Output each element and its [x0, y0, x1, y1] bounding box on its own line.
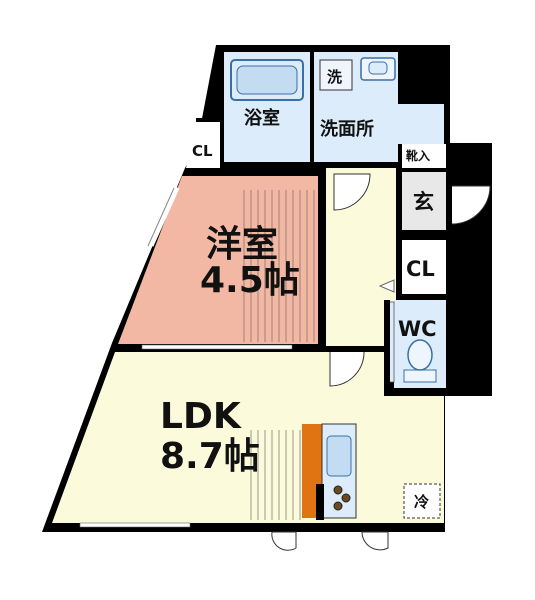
ldk-window [79, 522, 191, 528]
shoe-box-area [402, 144, 446, 168]
toilet-label: WC [398, 317, 437, 341]
washroom-label: 洗面所 [320, 118, 374, 140]
stove-burner-3 [333, 501, 343, 511]
closet-bedroom-area [186, 122, 220, 168]
wall-entrance-bottom [396, 230, 446, 240]
bathroom-label: 浴室 [244, 107, 280, 129]
wall-bath-wash [310, 52, 314, 162]
washer-label: 洗 [327, 68, 342, 86]
ldk-label: LDK [160, 396, 242, 437]
wall-wc-left [384, 300, 390, 396]
toilet-tank [403, 369, 437, 383]
kitchen-backwall [316, 484, 324, 520]
entrance-label: 玄 [413, 190, 434, 214]
sink-bowl [368, 61, 388, 75]
washroom-right [398, 104, 444, 144]
refrigerator-space [403, 483, 441, 519]
western-room-door-swing [333, 173, 371, 211]
wall-wc-bottom [384, 388, 446, 396]
wall-bath-bottom [220, 162, 400, 168]
entrance-floor [402, 172, 446, 230]
kitchen-sink-basin [326, 435, 352, 477]
closet-bedroom-label: CL [192, 142, 213, 160]
balcony-door-swing-2 [361, 531, 389, 551]
wall-closet-bottom [396, 294, 446, 300]
refrigerator-label: 冷 [414, 493, 429, 511]
ldk-door-swing [329, 351, 365, 387]
western-room-sliding-door [141, 344, 293, 350]
western-room-label: 洋室 [206, 224, 278, 265]
toilet-bowl [407, 339, 433, 371]
closet-hall-label: CL [406, 257, 435, 281]
washroom-wall-stub [400, 52, 450, 104]
balcony-door-swing-1 [271, 531, 297, 551]
wall-closet-bedroom [196, 118, 224, 122]
hallway-pointer [378, 279, 395, 293]
bathtub-inner [236, 65, 298, 95]
western-room-window [150, 187, 180, 247]
western-room-window-frame [147, 187, 175, 247]
entrance-door-swing [451, 185, 491, 225]
ldk-hatch [248, 430, 304, 520]
ldk-size: 8.7帖 [160, 436, 260, 477]
western-room-hatch [240, 190, 315, 342]
wall-western-right [318, 168, 326, 352]
shoe-box-label: 靴入 [406, 148, 430, 163]
western-room-size: 4.5帖 [200, 260, 300, 301]
washer-box [319, 59, 353, 91]
stove-burner-1 [333, 485, 343, 495]
closet-hall-area [402, 240, 446, 294]
stove-burner-2 [341, 493, 351, 503]
